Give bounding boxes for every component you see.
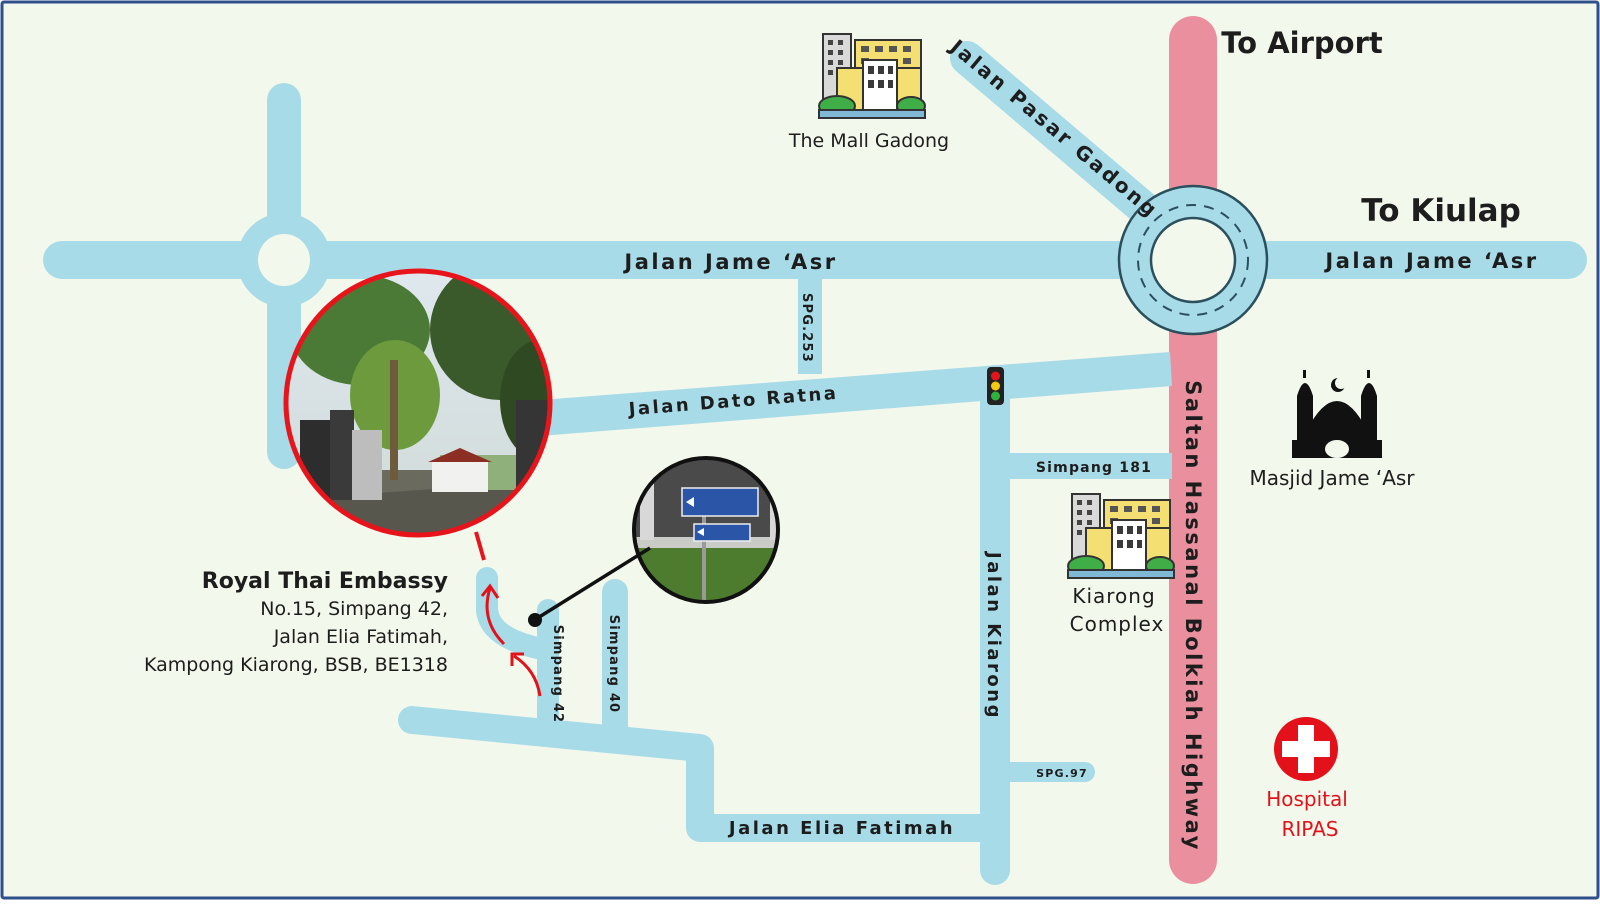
label-kiarong: Kiarong [1072, 584, 1155, 608]
traffic-light-icon [987, 367, 1004, 405]
embassy-address-line1: No.15, Simpang 42, [260, 598, 448, 620]
jalan-pasar-gadong-road [950, 41, 1177, 239]
embassy-name: Royal Thai Embassy [202, 569, 448, 594]
label-ripas: RIPAS [1282, 817, 1339, 841]
label-simpang-42: Simpang 42 [550, 625, 565, 724]
mall-building-icon [818, 33, 926, 119]
label-spg-97: SPG.97 [1036, 767, 1088, 780]
label-jalan-elia-fatimah: Jalan Elia Fatimah [727, 818, 955, 839]
label-masjid-jame-asr: Masjid Jame ‘Asr [1249, 466, 1415, 490]
label-simpang-181: Simpang 181 [1036, 460, 1152, 476]
jalan-dato-ratna-road [540, 352, 1172, 436]
label-jalan-jame-asr-east: Jalan Jame ‘Asr [1323, 249, 1538, 273]
hospital-cross-icon [1274, 717, 1338, 781]
label-to-kiulap: To Kiulap [1361, 193, 1521, 229]
embassy-photo-pointer [474, 531, 486, 561]
label-the-mall-gadong: The Mall Gadong [788, 130, 949, 152]
embassy-address-line3: Kampong Kiarong, BSB, BE1318 [144, 654, 448, 676]
east-roundabout [1117, 184, 1269, 336]
label-simpang-40: Simpang 40 [606, 615, 621, 714]
label-hospital: Hospital [1266, 787, 1348, 811]
label-spg-253: SPG.253 [799, 293, 814, 363]
label-jalan-kiarong: Jalan Kiarong [983, 550, 1004, 720]
sign-photo-pointer [535, 546, 651, 621]
label-to-airport: To Airport [1221, 26, 1383, 60]
embassy-address-line2: Jalan Elia Fatimah, [273, 626, 448, 648]
route-arrows [480, 583, 542, 697]
kiarong-building-icon [1067, 493, 1175, 579]
label-complex: Complex [1070, 612, 1165, 636]
label-jalan-jame-asr-west: Jalan Jame ‘Asr [622, 250, 837, 274]
label-highway: Saltan Hassanal Bolkiah Highway [1181, 380, 1205, 852]
mosque-icon [1292, 370, 1382, 458]
sign-location-marker [528, 613, 542, 627]
west-roundabout-island [258, 234, 310, 286]
